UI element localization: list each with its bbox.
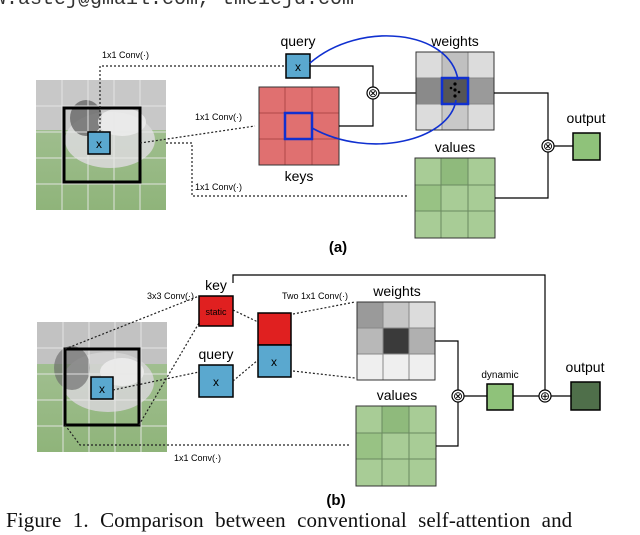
output-label-a: output [567,110,606,126]
values-grid-a [414,157,496,239]
output-box-a [572,132,601,161]
weights-grid-b [356,301,436,381]
otimes-symbol-a2: ⊗ [543,139,553,153]
values-grid-b [355,405,437,487]
query-box-b [198,364,234,398]
dynamic-label: dynamic [481,370,518,381]
static-key-box [198,295,234,327]
panel-b: x 3x3 Conv(·) Two 1x1 Conv(·) 1x1 Conv(·… [37,274,605,509]
weights-label-a: weights [430,33,478,49]
keys-label: keys [285,168,314,184]
input-image-b: x [37,322,167,452]
x-label-image-b: x [99,382,105,396]
header-email-text: w.astej@gmail.com, tmeiejd.com [0,0,354,11]
static-label: static [205,307,227,317]
x-label-query-b: x [213,375,219,389]
weights-grid-a [415,51,495,131]
panel-label-a: (a) [329,239,347,256]
weights-label-b: weights [372,283,420,299]
panel-a: x 1x1 Conv(·) 1x1 Conv(·) 1x1 Conv(·) qu… [36,33,606,256]
oplus-symbol-b: ⊕ [540,389,550,403]
otimes-symbol-b: ⊗ [453,389,463,403]
input-image-a: x [36,80,166,210]
conv-label-query-a: 1x1 Conv(·) [102,50,149,60]
conv-label-key-b: 3x3 Conv(·) [147,291,194,301]
key-label-b: key [205,277,227,293]
x-label-concat: x [271,355,277,369]
dynamic-box [486,383,514,411]
keys-grid [258,86,340,166]
query-label-b: query [198,346,233,362]
concat-blue-box [257,344,292,378]
x-label-image-a: x [96,137,102,151]
query-label-a: query [280,33,315,49]
figure-caption: Figure 1. Comparison between conventiona… [6,508,573,532]
query-box-a [285,53,311,79]
conv-label-values-a: 1x1 Conv(·) [195,182,242,192]
conv-label-keys-a: 1x1 Conv(·) [195,112,242,122]
values-label-b: values [377,387,417,403]
values-label-a: values [435,139,475,155]
concat-red-box [257,312,292,346]
x-label-query-a: x [295,60,301,74]
panel-label-b: (b) [326,492,345,509]
conv-label-two-b: Two 1x1 Conv(·) [282,291,348,301]
otimes-symbol-a1: ⊗ [368,86,378,100]
output-box-b [570,381,601,411]
conv-label-values-b: 1x1 Conv(·) [174,453,221,463]
output-label-b: output [566,359,605,375]
